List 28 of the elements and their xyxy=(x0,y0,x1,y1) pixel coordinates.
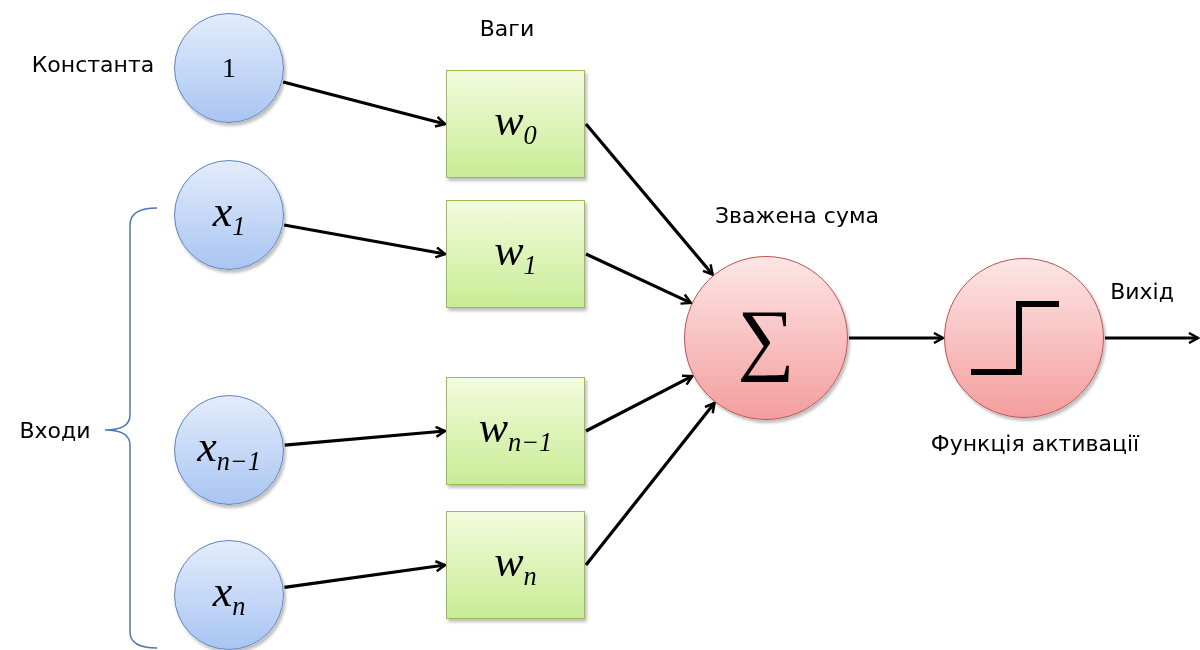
arrow xyxy=(283,223,447,259)
node-label: 1 xyxy=(222,54,236,82)
node-label: x$_{n−1}$ xyxy=(197,425,261,475)
node-caption: Функція активації xyxy=(930,430,1140,456)
weight-box xyxy=(446,511,585,619)
node-label: w$_{n−1}$ xyxy=(478,406,553,456)
arrow xyxy=(849,331,945,345)
arrow xyxy=(585,252,693,305)
weight-box xyxy=(446,70,585,178)
node-label: w$_{n}$ xyxy=(494,540,537,590)
arrow xyxy=(585,374,694,433)
weight-box xyxy=(446,200,585,308)
node-label: w$_{0}$ xyxy=(494,99,537,149)
arrow xyxy=(282,80,447,128)
arrow xyxy=(284,425,447,447)
node-label: x$_{1}$ xyxy=(212,190,246,240)
node-label: w$_{1}$ xyxy=(494,229,537,279)
node-caption: Зважена сума xyxy=(715,202,879,228)
heading-label: Входи xyxy=(19,417,91,443)
node-caption: Константа xyxy=(31,51,155,77)
arrow xyxy=(284,560,447,589)
heading-label: Ваги xyxy=(479,15,535,41)
arrow xyxy=(584,401,716,566)
edge-label: Вихід xyxy=(1110,278,1174,304)
arrow xyxy=(1105,331,1200,345)
node-label: x$_{n}$ xyxy=(212,570,246,620)
arrow xyxy=(584,122,714,276)
weight-box xyxy=(446,377,585,485)
